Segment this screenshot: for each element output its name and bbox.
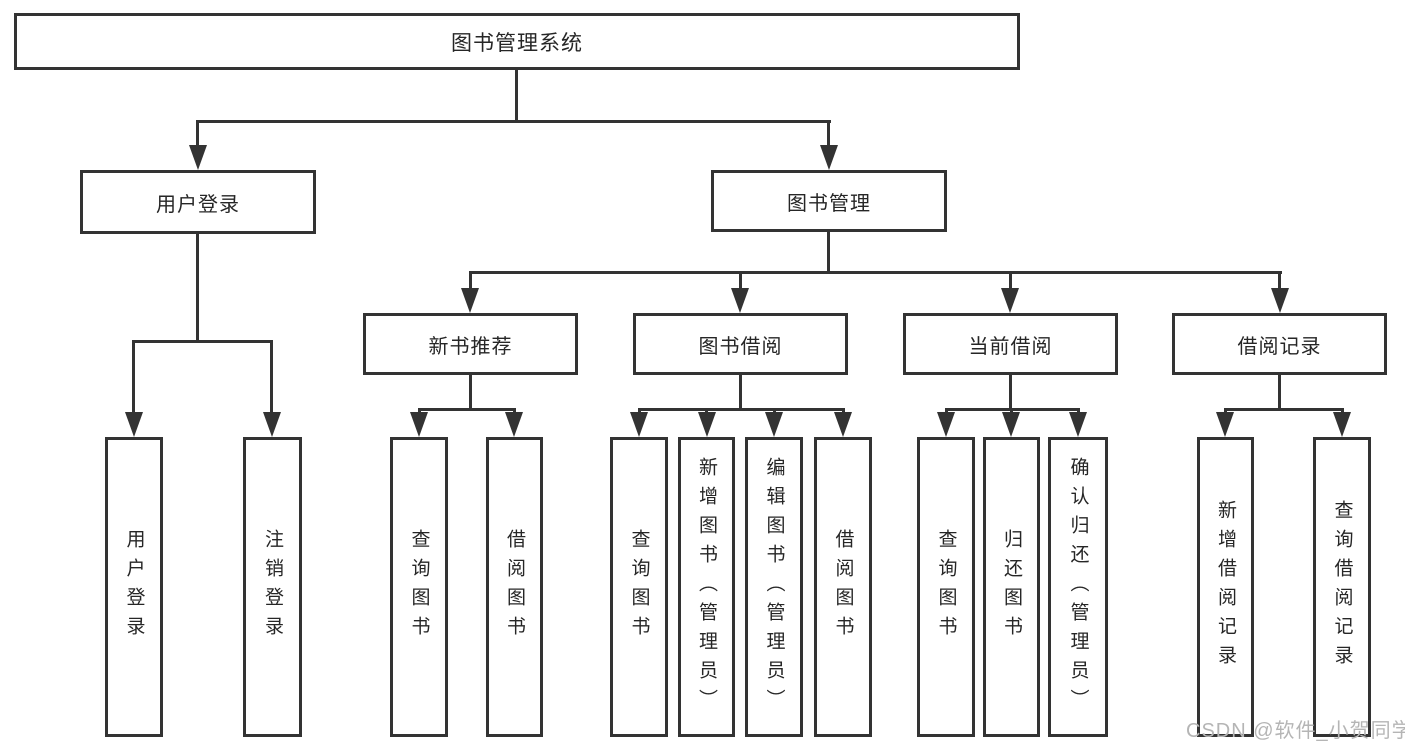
node-book-borrowing-label: 图书借阅 bbox=[698, 335, 783, 358]
node-current-borrowing: 当前借阅 bbox=[903, 313, 1118, 375]
node-leaf-cb-return-books: 归还图书 bbox=[983, 437, 1040, 737]
node-leaf-cb-confirm-return-admin: 确认归还（管理员） bbox=[1048, 437, 1108, 737]
node-leaf-user-login: 用户登录 bbox=[105, 437, 163, 737]
node-leaf-bb-query-books: 查询图书 bbox=[610, 437, 668, 737]
node-leaf-bb-edit-books-admin-label: 编辑图书（管理员） bbox=[763, 456, 785, 718]
arrowhead-current-borrow bbox=[1001, 288, 1019, 313]
arrowhead-user-login bbox=[189, 145, 207, 170]
node-new-book-recommendation: 新书推荐 bbox=[363, 313, 578, 375]
arrowhead-nb-borrow bbox=[505, 412, 523, 437]
arrowhead-logout-action bbox=[263, 412, 281, 437]
connector-drop-user-login bbox=[196, 120, 199, 150]
connector-new-book-horizontal bbox=[418, 408, 516, 411]
node-borrowing-records: 借阅记录 bbox=[1172, 313, 1387, 375]
connector-user-login-horizontal bbox=[133, 340, 273, 343]
node-leaf-cb-confirm-return-admin-label: 确认归还（管理员） bbox=[1067, 456, 1089, 718]
node-library-management-system-label: 图书管理系统 bbox=[451, 31, 583, 55]
arrowhead-br-query bbox=[1333, 412, 1351, 437]
arrowhead-cb-confirm bbox=[1069, 412, 1087, 437]
arrowhead-borrow-records bbox=[1271, 288, 1289, 313]
arrowhead-book-mgmt bbox=[820, 145, 838, 170]
node-leaf-bb-add-books-admin-label: 新增图书（管理员） bbox=[696, 456, 717, 718]
connector-drop-current-borrow bbox=[1009, 271, 1012, 291]
node-leaf-bb-edit-books-admin: 编辑图书（管理员） bbox=[745, 437, 803, 737]
node-leaf-br-add-record-label: 新增借阅记录 bbox=[1215, 500, 1236, 674]
node-book-management: 图书管理 bbox=[711, 170, 947, 232]
arrowhead-br-add bbox=[1216, 412, 1234, 437]
node-user-login: 用户登录 bbox=[80, 170, 316, 234]
node-leaf-bb-query-books-label: 查询图书 bbox=[628, 529, 650, 645]
connector-level3-horizontal bbox=[469, 271, 1282, 274]
node-leaf-cb-query-books-label: 查询图书 bbox=[935, 529, 957, 645]
node-leaf-nb-query-books: 查询图书 bbox=[390, 437, 448, 737]
csdn-watermark: CSDN @软件_小贺同学 bbox=[1186, 720, 1405, 742]
connector-level2-horizontal bbox=[197, 120, 831, 123]
arrowhead-bb-borrow bbox=[834, 412, 852, 437]
arrowhead-book-borrow bbox=[731, 288, 749, 313]
node-user-login-label: 用户登录 bbox=[156, 193, 240, 216]
node-leaf-nb-borrow-books-label: 借阅图书 bbox=[504, 529, 525, 645]
connector-current-vertical bbox=[1009, 375, 1012, 408]
node-leaf-logout-label: 注销登录 bbox=[262, 529, 283, 645]
connector-drop-book-borrow bbox=[739, 271, 742, 291]
connector-drop-book-mgmt bbox=[827, 120, 830, 150]
connector-root-trunk bbox=[515, 70, 518, 120]
connector-drop-new-book bbox=[469, 271, 472, 291]
node-leaf-bb-borrow-books: 借阅图书 bbox=[814, 437, 872, 737]
connector-borrow-horizontal bbox=[638, 408, 845, 411]
node-leaf-br-query-record-label: 查询借阅记录 bbox=[1331, 500, 1353, 674]
arrowhead-cb-return bbox=[1002, 412, 1020, 437]
node-leaf-user-login-label: 用户登录 bbox=[123, 529, 145, 645]
node-book-borrowing: 图书借阅 bbox=[633, 313, 848, 375]
node-leaf-cb-query-books: 查询图书 bbox=[917, 437, 975, 737]
connector-drop-borrow-records bbox=[1278, 271, 1281, 291]
connector-records-horizontal bbox=[1224, 408, 1344, 411]
node-leaf-bb-add-books-admin: 新增图书（管理员） bbox=[678, 437, 735, 737]
connector-drop-login-action bbox=[132, 340, 135, 416]
arrowhead-cb-query bbox=[937, 412, 955, 437]
node-leaf-bb-borrow-books-label: 借阅图书 bbox=[832, 529, 854, 645]
connector-borrow-vertical bbox=[739, 375, 742, 408]
arrowhead-new-book bbox=[461, 288, 479, 313]
arrowhead-bb-edit bbox=[765, 412, 783, 437]
node-leaf-br-add-record: 新增借阅记录 bbox=[1197, 437, 1254, 737]
connector-new-book-vertical bbox=[469, 375, 472, 408]
node-leaf-cb-return-books-label: 归还图书 bbox=[1001, 529, 1022, 645]
connector-user-login-vertical bbox=[196, 234, 199, 340]
node-book-management-label: 图书管理 bbox=[787, 192, 871, 215]
connector-book-mgmt-vertical bbox=[827, 232, 830, 271]
arrowhead-bb-query bbox=[630, 412, 648, 437]
arrowhead-bb-add bbox=[698, 412, 716, 437]
arrowhead-login-action bbox=[125, 412, 143, 437]
node-leaf-nb-query-books-label: 查询图书 bbox=[408, 529, 430, 645]
node-leaf-br-query-record: 查询借阅记录 bbox=[1313, 437, 1371, 737]
node-library-management-system: 图书管理系统 bbox=[14, 13, 1020, 70]
arrowhead-nb-query bbox=[410, 412, 428, 437]
node-new-book-recommendation-label: 新书推荐 bbox=[428, 335, 513, 358]
node-leaf-nb-borrow-books: 借阅图书 bbox=[486, 437, 543, 737]
connector-records-vertical bbox=[1278, 375, 1281, 408]
connector-drop-logout-action bbox=[270, 340, 273, 416]
node-borrowing-records-label: 借阅记录 bbox=[1237, 335, 1322, 358]
node-leaf-logout: 注销登录 bbox=[243, 437, 302, 737]
node-current-borrowing-label: 当前借阅 bbox=[968, 335, 1053, 358]
